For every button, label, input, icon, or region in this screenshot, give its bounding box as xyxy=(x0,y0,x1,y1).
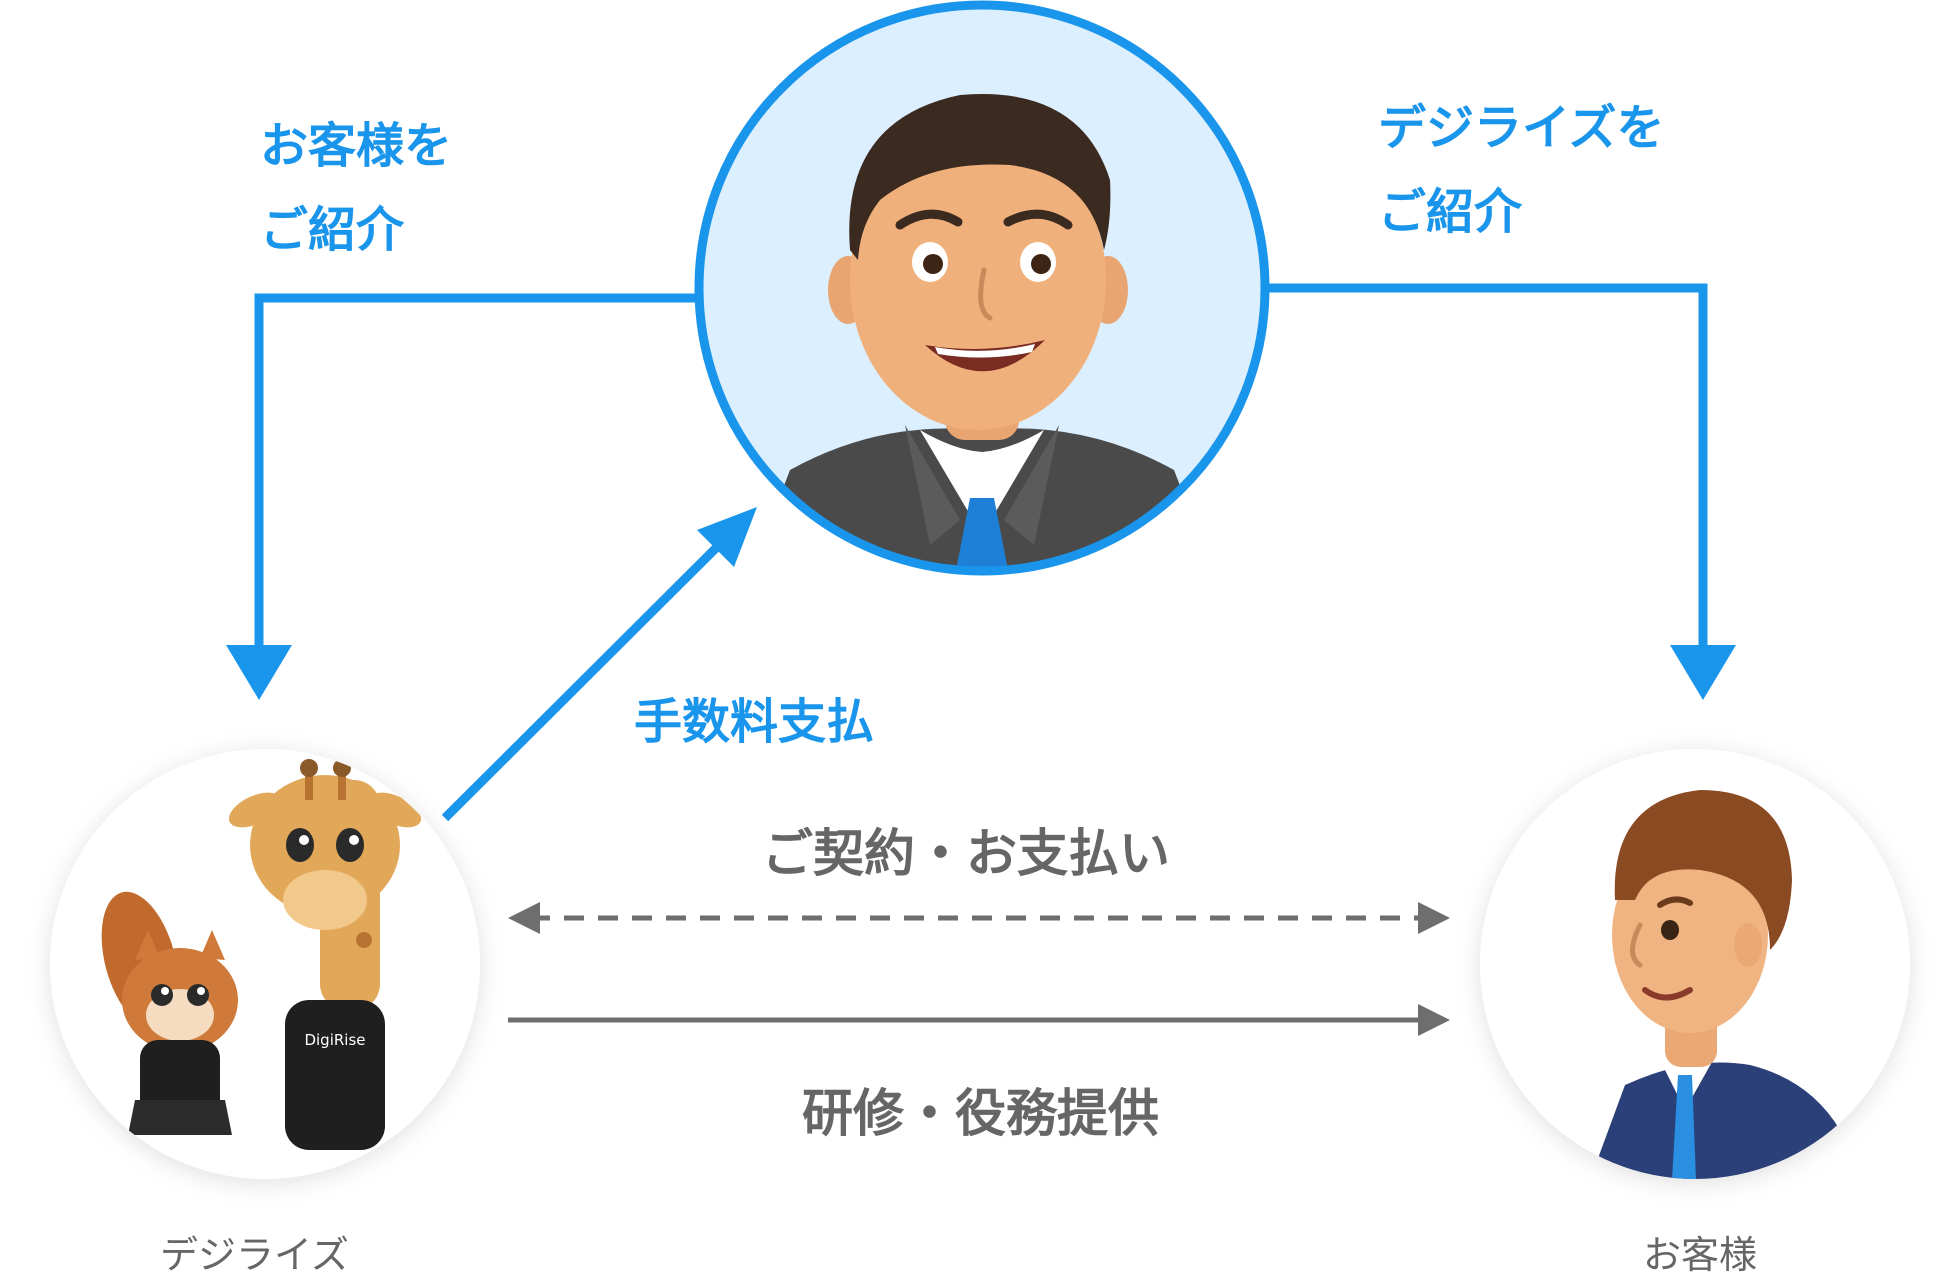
arrowhead-diagonal xyxy=(697,507,757,567)
introduce-customer-label: お客様を ご紹介 xyxy=(260,104,452,272)
introduce-digirise-label: デジライズを ご紹介 xyxy=(1378,86,1665,254)
giraffe-mascot: DigiRise xyxy=(228,759,422,1150)
arrowhead-solid-right xyxy=(1418,1004,1450,1036)
digirise-caption: デジライズ xyxy=(160,1233,349,1277)
arrowhead-dashed-left xyxy=(508,902,540,934)
contract-payment-label: ご契約・お支払い xyxy=(762,825,1171,884)
commission-label: 手数料支払 xyxy=(634,694,875,750)
referrer-avatar xyxy=(694,0,1270,576)
training-service-label: 研修・役務提供 xyxy=(802,1085,1160,1144)
arrowhead-down-right xyxy=(1670,645,1736,700)
introduce-digirise-line2: ご紹介 xyxy=(1378,184,1523,240)
arrow-commission xyxy=(441,538,726,822)
introduce-customer-line2: ご紹介 xyxy=(260,202,405,258)
customer-caption: お客様 xyxy=(1643,1233,1758,1277)
introduce-digirise-line1: デジライズを xyxy=(1378,100,1665,156)
arrowhead-down-left xyxy=(226,645,292,700)
customer-avatar xyxy=(1480,749,1910,1179)
squirrel-mascot xyxy=(101,891,238,1135)
giraffe-shirt-text: DigiRise xyxy=(304,1031,365,1049)
arrow-referrer-to-customer xyxy=(1268,283,1708,650)
digirise-avatar: DigiRise xyxy=(50,749,480,1179)
arrow-referrer-to-digirise xyxy=(254,293,696,650)
introduce-customer-line1: お客様を xyxy=(260,118,453,174)
arrowhead-dashed-right xyxy=(1418,902,1450,934)
